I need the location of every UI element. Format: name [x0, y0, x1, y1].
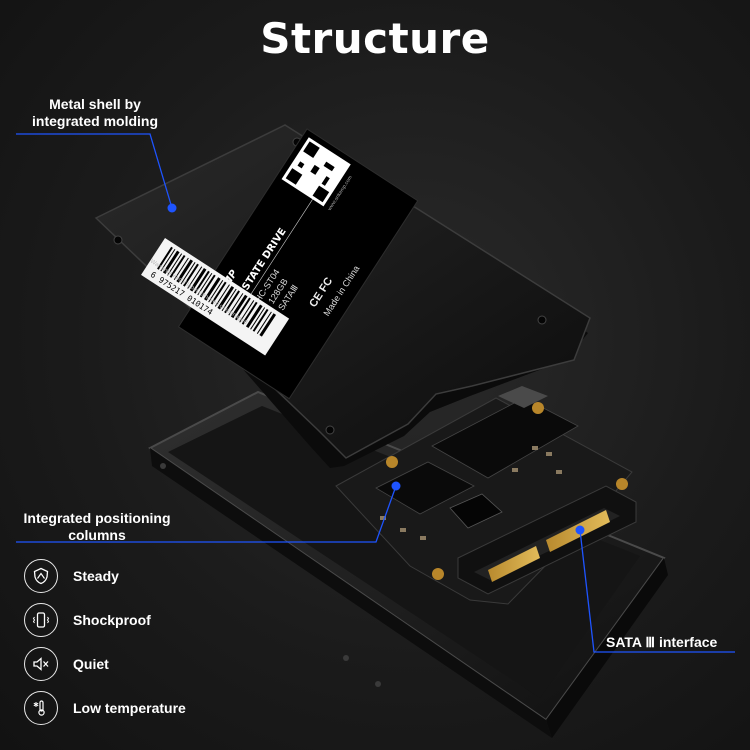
positioning-column-marker	[391, 481, 401, 491]
feature-quiet: Quiet	[24, 644, 109, 684]
callout-lines	[16, 133, 735, 653]
speaker-mute-icon	[24, 647, 58, 681]
sata-marker	[575, 525, 585, 535]
thermometer-snowflake-icon	[24, 691, 58, 725]
metal-shell-marker	[167, 203, 177, 213]
callout-metal-shell: Metal shell by integrated molding	[32, 96, 158, 129]
feature-label: Quiet	[73, 656, 109, 672]
callout-sata-interface: SATA Ⅲ interface	[606, 634, 718, 650]
page-title: Structure	[260, 14, 490, 63]
feature-label: Low temperature	[73, 700, 186, 716]
feature-label: Shockproof	[73, 612, 151, 628]
feature-steady: Steady	[24, 556, 119, 596]
feature-low-temperature: Low temperature	[24, 688, 186, 728]
qr-code	[281, 137, 351, 207]
feature-label: Steady	[73, 568, 119, 584]
callout-positioning-columns: Integrated positioning columns	[23, 510, 171, 543]
phone-vibrate-icon	[24, 603, 58, 637]
feature-shockproof: Shockproof	[24, 600, 151, 640]
shield-icon	[24, 559, 58, 593]
